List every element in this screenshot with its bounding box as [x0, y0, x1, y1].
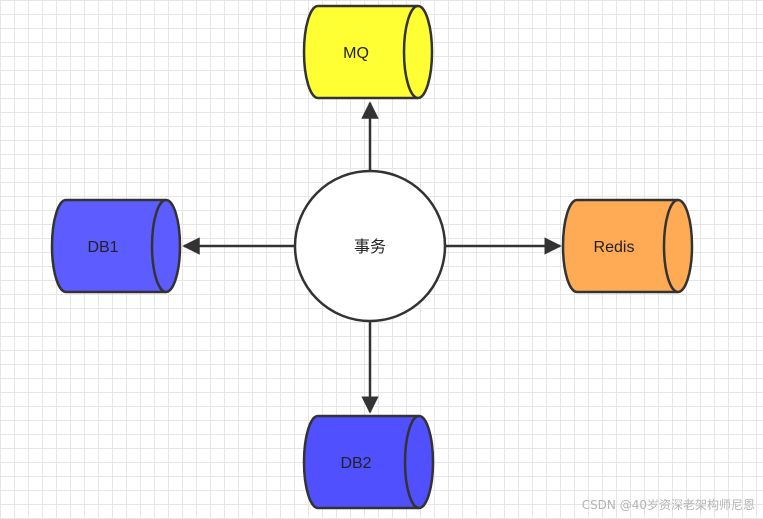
redis-node: Redis [561, 198, 694, 294]
mq-label: MQ [343, 45, 369, 62]
db2-cylinder-end [403, 414, 420, 510]
db1-cylinder-end [150, 198, 167, 294]
transaction-label: 事务 [354, 238, 386, 256]
db1-label: DB1 [87, 239, 118, 256]
db2-node: DB2 [302, 414, 435, 510]
db2-label: DB2 [340, 455, 371, 472]
mq-cylinder-end [402, 4, 419, 100]
redis-label: Redis [594, 239, 635, 256]
db1-node: DB1 [50, 198, 182, 294]
transaction-node: 事务 [293, 169, 447, 323]
redis-cylinder-end [662, 198, 679, 294]
transaction-circle [293, 169, 447, 323]
mq-node: MQ [302, 4, 434, 100]
watermark: CSDN @40岁资深老架构师尼恩 [581, 498, 755, 512]
